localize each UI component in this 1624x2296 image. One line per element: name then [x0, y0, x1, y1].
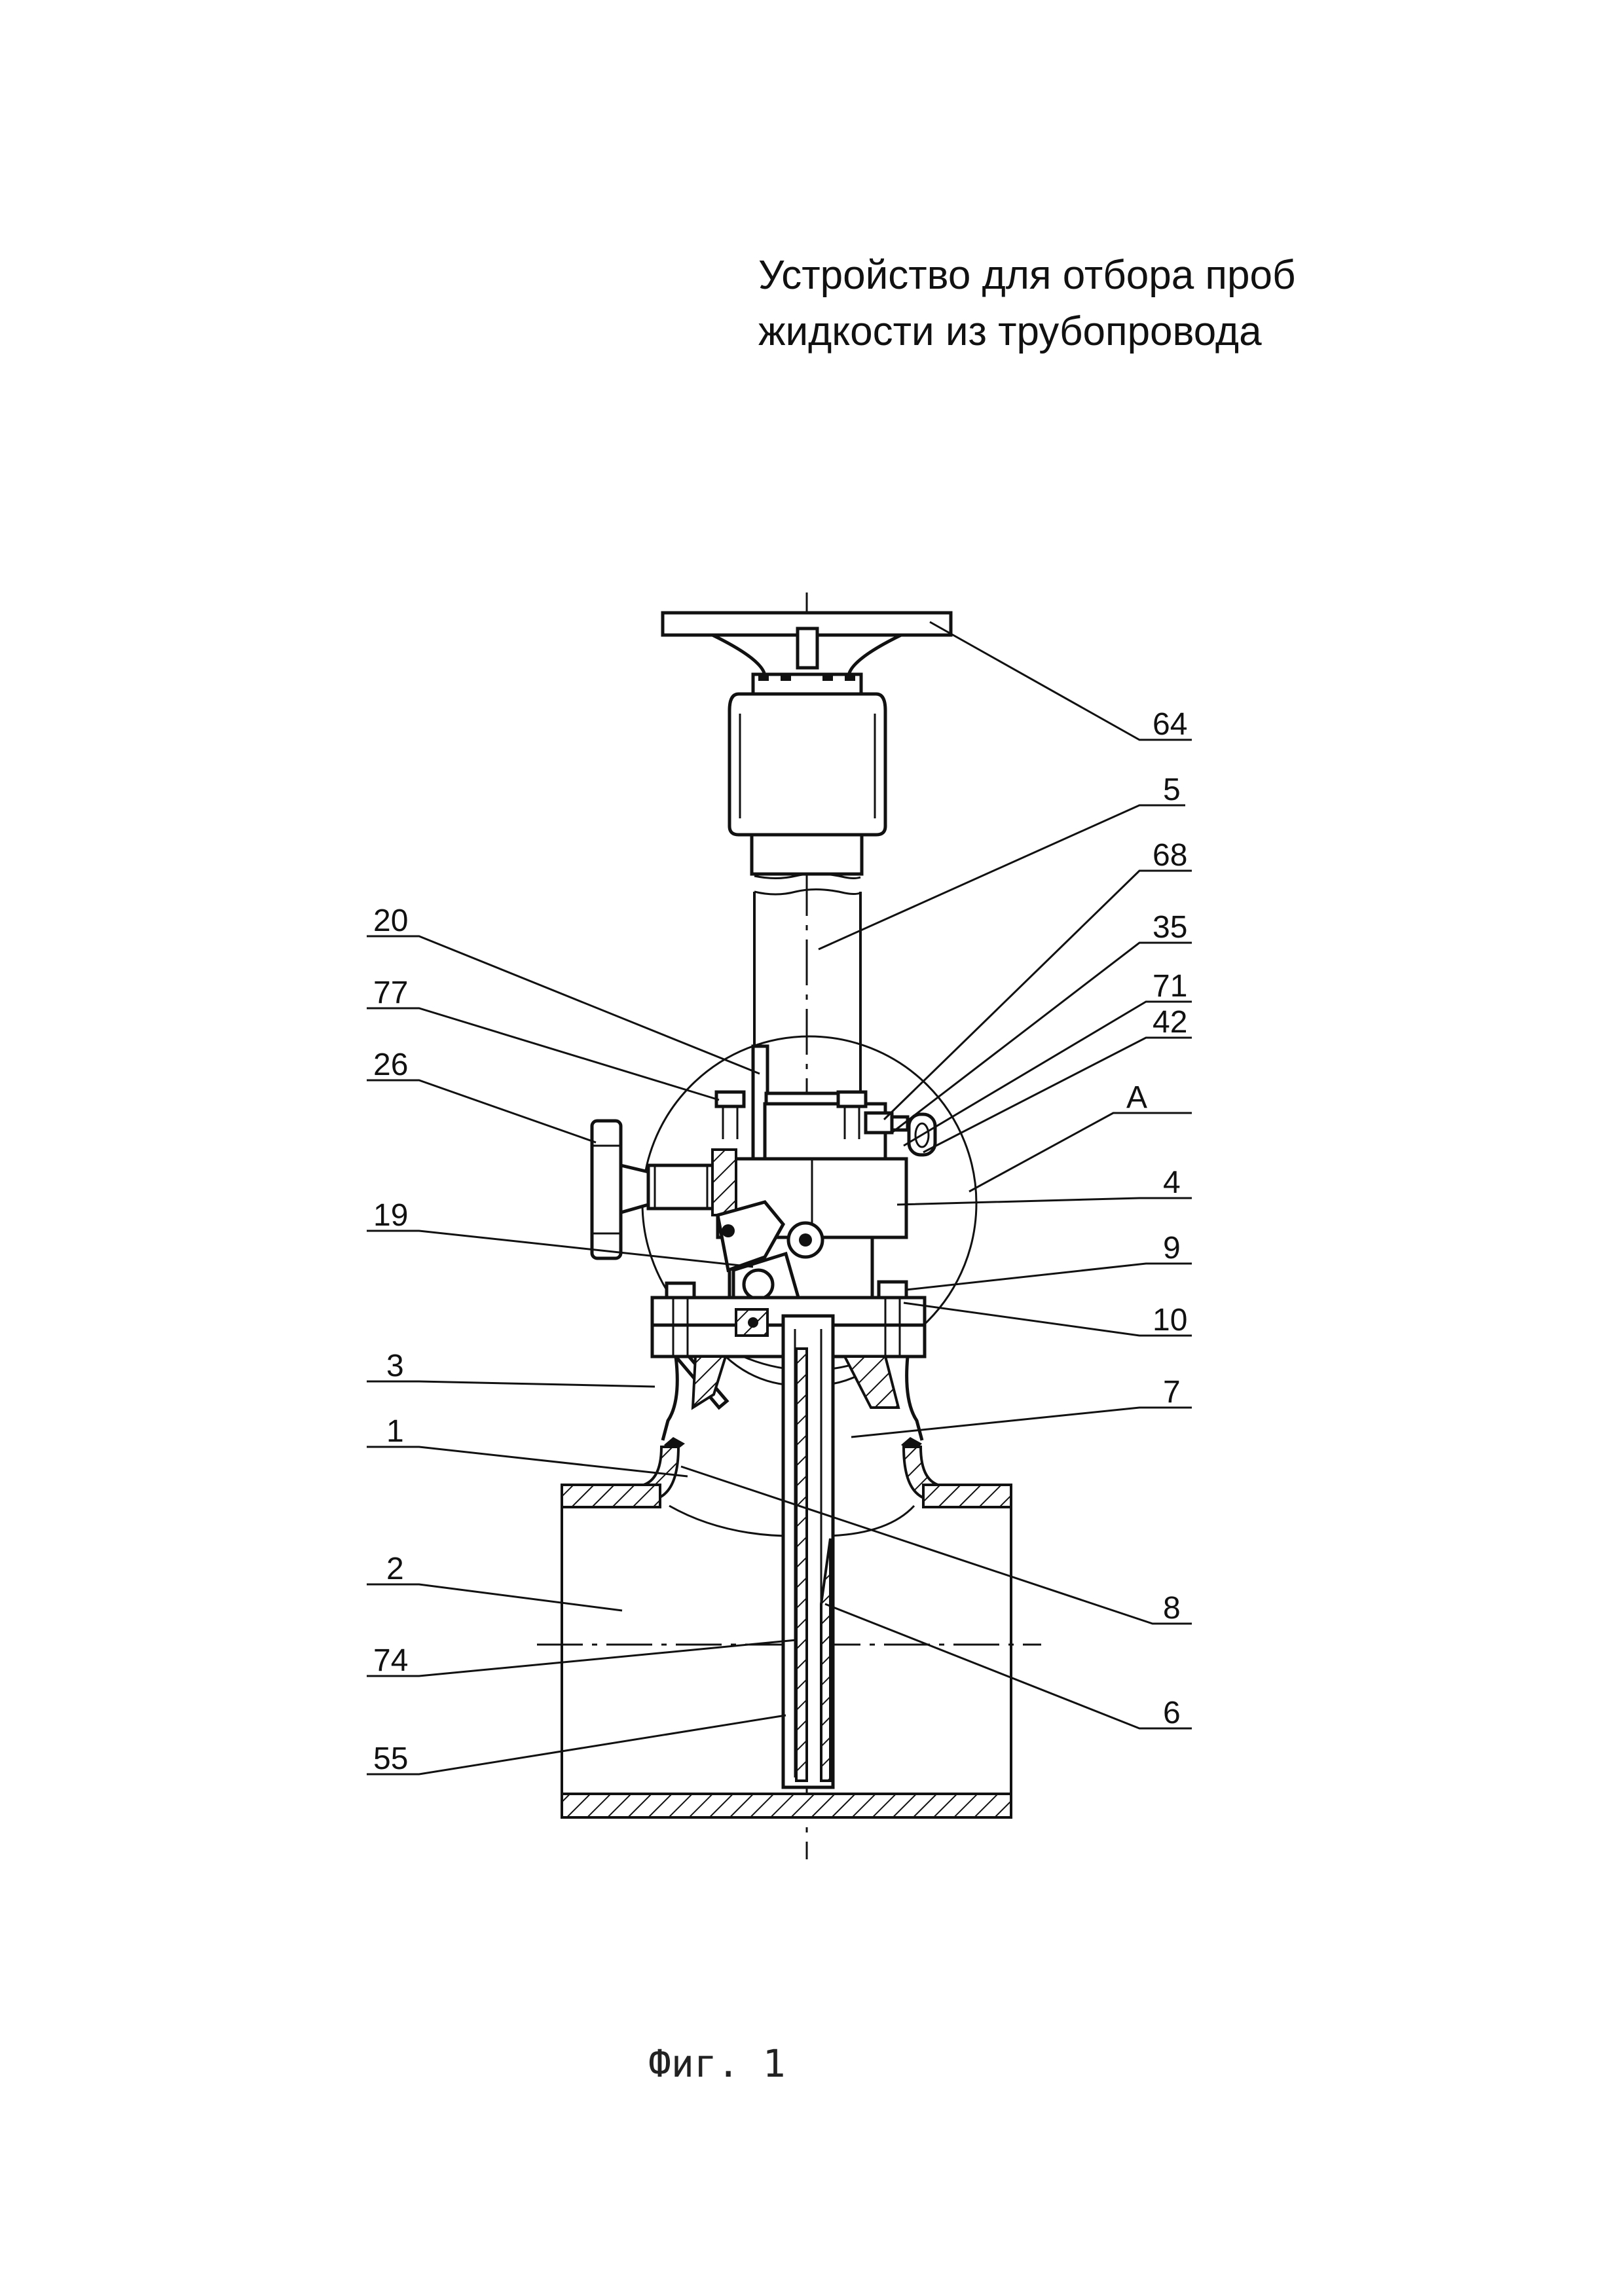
- callout-a: А: [1126, 1080, 1147, 1115]
- callout-68: 68: [1153, 838, 1187, 873]
- callout-2: 2: [386, 1552, 404, 1586]
- callout-3: 3: [386, 1349, 404, 1383]
- handwheel: [661, 611, 953, 696]
- nozzle-cone: [661, 1355, 924, 1441]
- leader-5: [818, 804, 1185, 951]
- leader-7: [851, 1406, 1192, 1438]
- callout-10: 10: [1153, 1303, 1187, 1338]
- leader-35: [891, 941, 1192, 1134]
- callout-74: 74: [373, 1643, 408, 1678]
- callout-20: 20: [373, 903, 408, 938]
- leader-68: [883, 869, 1192, 1121]
- callout-42: 42: [1153, 1005, 1187, 1040]
- title-line-1: Устройство для отбора проб: [758, 253, 1296, 298]
- callout-9: 9: [1163, 1231, 1181, 1266]
- leader-lines: [367, 621, 1192, 1776]
- leader-26: [367, 1079, 597, 1144]
- leader-a: [969, 1112, 1192, 1193]
- callout-26: 26: [373, 1048, 408, 1082]
- leader-77: [367, 1007, 720, 1101]
- leader-55: [367, 1714, 786, 1776]
- callout-7: 7: [1163, 1375, 1181, 1410]
- leader-2: [367, 1583, 623, 1612]
- leader-71: [903, 1000, 1192, 1147]
- callout-8: 8: [1163, 1591, 1181, 1626]
- pipe: [561, 1484, 1012, 1819]
- callout-19: 19: [373, 1198, 408, 1233]
- sampling-tube: [781, 1314, 835, 1789]
- leader-19: [367, 1230, 754, 1268]
- leader-9: [906, 1262, 1192, 1291]
- leader-42: [923, 1036, 1192, 1154]
- leader-3: [367, 1380, 655, 1388]
- leader-8: [680, 1465, 1192, 1625]
- drawing-title: Устройство для отбора проб жидкости из т…: [758, 247, 1479, 360]
- callout-64: 64: [1153, 707, 1187, 742]
- callout-6: 6: [1163, 1696, 1181, 1730]
- callout-35: 35: [1153, 910, 1187, 945]
- callout-5: 5: [1163, 773, 1181, 807]
- leader-74: [367, 1639, 797, 1677]
- callout-4: 4: [1163, 1165, 1181, 1200]
- leader-20: [367, 935, 760, 1075]
- upper-flange: [714, 1090, 910, 1162]
- actuator-body: [728, 692, 887, 876]
- callout-77: 77: [373, 975, 408, 1010]
- title-line-2: жидкости из трубопровода: [758, 309, 1262, 354]
- side-valve: [590, 1119, 737, 1260]
- leader-10: [903, 1302, 1192, 1337]
- callout-1: 1: [386, 1414, 404, 1449]
- leader-1: [367, 1446, 688, 1478]
- leader-64: [929, 621, 1192, 741]
- figure-caption: Фиг. 1: [648, 2041, 786, 2086]
- callout-71: 71: [1153, 969, 1187, 1004]
- leader-6: [824, 1603, 1192, 1730]
- leader-4: [896, 1197, 1192, 1206]
- callout-55: 55: [373, 1741, 408, 1776]
